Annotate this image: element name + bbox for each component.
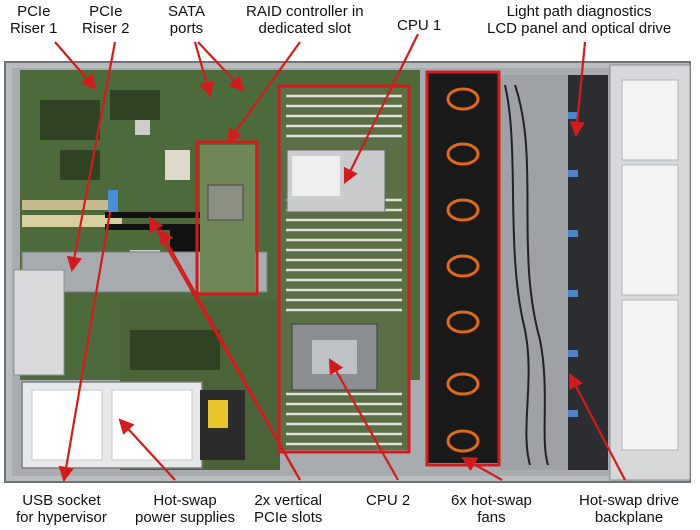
label-usb-socket-line1: USB socket [22, 492, 101, 509]
label-sata-ports-line2: ports [169, 20, 204, 37]
label-pcie-riser-2: PCIe Riser 2 [82, 3, 130, 37]
label-usb-socket-line2: for hypervisor [16, 509, 107, 526]
label-pcie-riser-2-line1: PCIe [89, 3, 123, 20]
usb-socket-board [22, 200, 112, 210]
label-cpu-1-line1: CPU 1 [397, 17, 442, 34]
label-cpu-2-line1: CPU 2 [366, 492, 411, 509]
pcie-slot-1 [105, 212, 215, 218]
label-hot-swap-fans: 6x hot-swap fans [451, 492, 532, 526]
label-sata-ports-line1: SATA [168, 3, 205, 20]
cpu-1-plate [292, 156, 340, 196]
dimm-rows [286, 94, 402, 446]
arrow-sata-2 [197, 41, 245, 92]
label-raid-controller: RAID controller in dedicated slot [246, 3, 364, 37]
label-hot-swap-power: Hot-swap power supplies [135, 492, 235, 526]
arrow-sata-1 [193, 41, 214, 98]
label-pcie-riser-1-line1: PCIe [17, 3, 51, 20]
drive-connectors [568, 112, 578, 417]
label-light-path: Light path diagnostics LCD panel and opt… [487, 3, 671, 37]
drive-label-bottom [621, 299, 679, 451]
label-hot-swap-backplane: Hot-swap drive backplane [579, 492, 679, 526]
pcie-riser-1-card [22, 215, 122, 227]
label-sata-ports: SATA ports [168, 3, 205, 37]
label-hot-swap-power-line1: Hot-swap [153, 492, 217, 509]
board-components [40, 90, 220, 370]
label-vertical-pcie: 2x vertical PCIe slots [254, 492, 322, 526]
fan-bay [428, 73, 498, 463]
arrow-riser-2 [66, 41, 117, 273]
label-cpu-1: CPU 1 [397, 17, 441, 34]
label-cpu-2: CPU 2 [366, 492, 410, 509]
psu-label-1 [31, 389, 103, 461]
arrow-usb [58, 211, 112, 483]
yellow-label [208, 400, 228, 428]
label-hot-swap-backplane-line2: backplane [594, 509, 664, 526]
cables [504, 84, 549, 466]
label-pcie-riser-1: PCIe Riser 1 [10, 3, 58, 37]
arrow-vpcie-2 [158, 228, 301, 481]
arrow-light-path [569, 41, 587, 138]
callout-arrows [54, 33, 626, 483]
label-hot-swap-power-line2: power supplies [135, 509, 236, 526]
label-hot-swap-fans-line1: 6x hot-swap [451, 492, 532, 509]
arrow-fans [461, 456, 503, 481]
arrow-cpu1 [343, 33, 419, 184]
drive-label-mid [621, 164, 679, 296]
arrow-riser-1 [54, 41, 97, 90]
arrow-cpu2 [328, 358, 399, 481]
label-hot-swap-backplane-line1: Hot-swap drive [579, 492, 680, 509]
arrow-raid [226, 41, 301, 144]
left-panel [13, 269, 65, 376]
label-light-path-line2: LCD panel and optical drive [487, 20, 672, 37]
label-raid-controller-line1: RAID controller in [246, 3, 364, 20]
cpu-dimm-callout-box [277, 84, 411, 454]
fan-rings [446, 87, 480, 453]
label-vertical-pcie-line1: 2x vertical [254, 492, 322, 509]
drive-label-top [621, 79, 679, 161]
blue-tab [108, 190, 118, 212]
raid-chip [207, 184, 244, 221]
label-light-path-line1: Light path diagnostics [506, 3, 652, 20]
label-hot-swap-fans-line2: fans [477, 509, 506, 526]
label-pcie-riser-2-line2: Riser 2 [82, 20, 130, 37]
backplane [568, 75, 608, 470]
label-raid-controller-line2: dedicated slot [258, 20, 352, 37]
label-pcie-riser-1-line2: Riser 1 [10, 20, 58, 37]
arrow-power [118, 418, 176, 481]
label-usb-socket: USB socket for hypervisor [16, 492, 107, 526]
arrow-backplane [568, 373, 626, 481]
label-vertical-pcie-line2: PCIe slots [254, 509, 323, 526]
